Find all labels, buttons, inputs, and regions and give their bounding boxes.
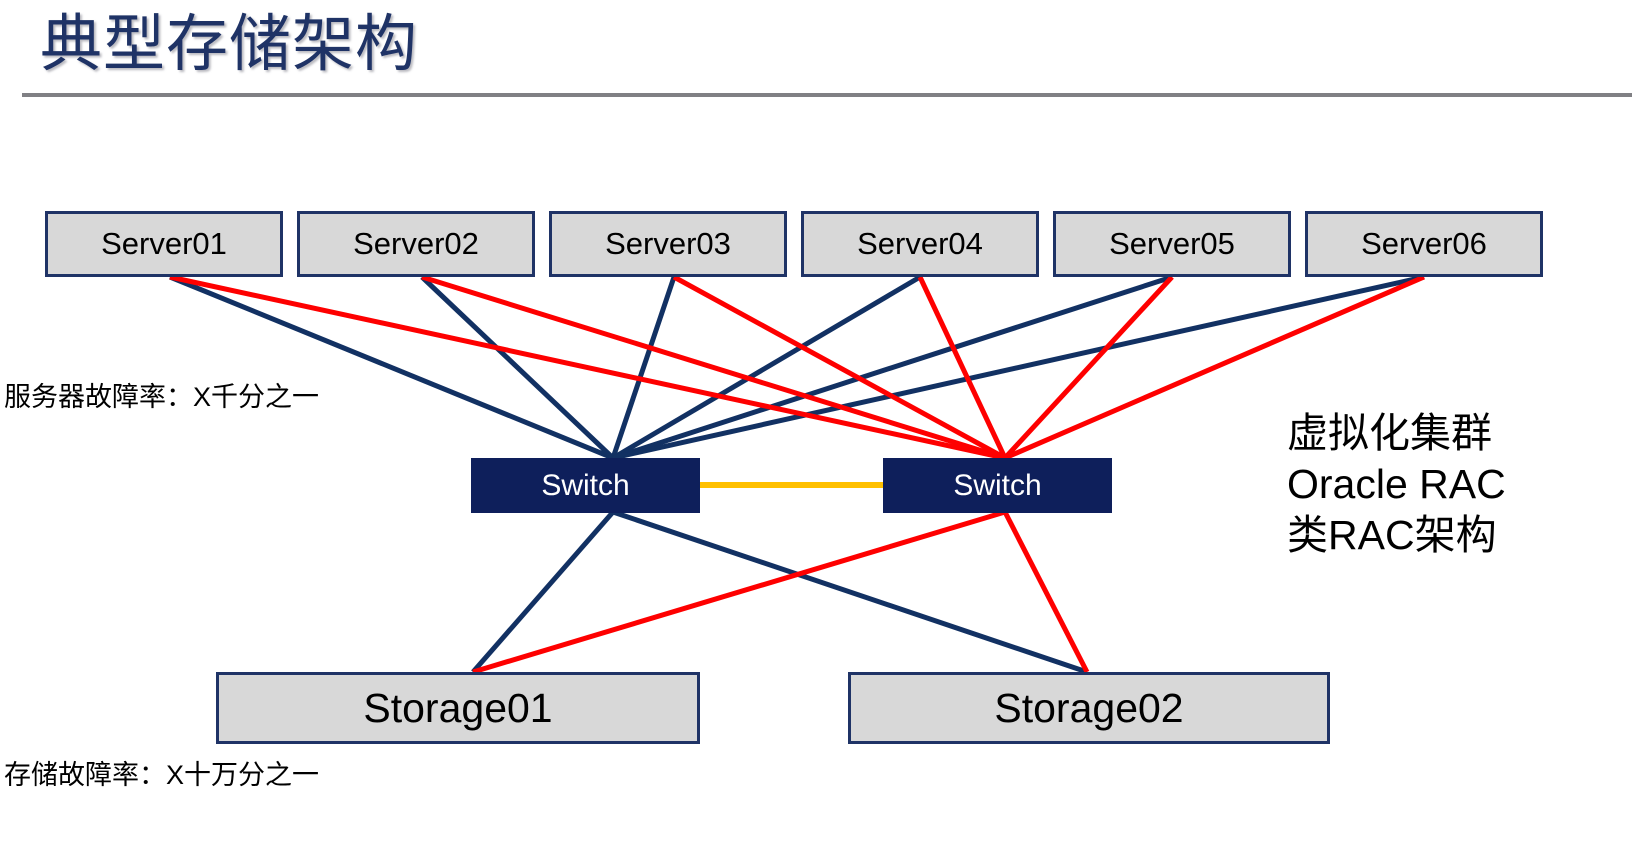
node-server04[interactable]: Server04 <box>801 211 1039 277</box>
link-switch1-storage02 <box>612 509 1088 675</box>
links-switches-to-storage <box>471 509 1090 675</box>
node-storage01-label: Storage01 <box>363 684 553 731</box>
title-divider <box>22 93 1632 97</box>
links-servers-to-switch-1 <box>169 274 1425 461</box>
node-switch-2[interactable]: Switch <box>883 458 1112 513</box>
link-server02-switch1 <box>420 275 615 460</box>
node-server05-label: Server05 <box>1109 226 1235 261</box>
links-servers-to-switch-2 <box>169 274 1425 461</box>
note-cluster-types: 虚拟化集群 Oracle RAC 类RAC架构 <box>1287 408 1506 561</box>
link-server01-switch2 <box>169 274 1006 461</box>
node-switch-2-label: Switch <box>953 468 1042 502</box>
link-switch2-storage01 <box>472 509 1006 675</box>
node-storage02[interactable]: Storage02 <box>848 672 1330 744</box>
node-storage02-label: Storage02 <box>994 684 1184 731</box>
node-switch-1-label: Switch <box>541 468 630 502</box>
link-server06-switch1 <box>612 274 1425 461</box>
note-storage-failure-rate: 存储故障率：X十万分之一 <box>4 760 320 790</box>
node-switch-1[interactable]: Switch <box>471 458 700 513</box>
link-server03-switch2 <box>672 274 1007 461</box>
node-storage01[interactable]: Storage01 <box>216 672 700 744</box>
link-server04-switch2 <box>917 275 1008 460</box>
link-server02-switch2 <box>421 274 1006 461</box>
link-server06-switch2 <box>1004 274 1425 461</box>
link-switch2-storage02 <box>1002 510 1090 674</box>
link-server03-switch1 <box>610 276 677 459</box>
link-server01-switch1 <box>169 274 614 461</box>
note-server-failure-rate: 服务器故障率：X千分之一 <box>4 382 320 412</box>
node-server01-label: Server01 <box>101 226 227 261</box>
link-switch1-storage01 <box>471 510 615 674</box>
node-server02[interactable]: Server02 <box>297 211 535 277</box>
link-server05-switch1 <box>612 274 1173 461</box>
node-server06[interactable]: Server06 <box>1305 211 1543 277</box>
node-server04-label: Server04 <box>857 226 983 261</box>
node-server05[interactable]: Server05 <box>1053 211 1291 277</box>
node-server03-label: Server03 <box>605 226 731 261</box>
page-title: 典型存储架构 <box>40 10 419 79</box>
link-server04-switch1 <box>611 274 922 461</box>
node-server03[interactable]: Server03 <box>549 211 787 277</box>
note-cluster-line-1: 虚拟化集群 <box>1287 410 1492 456</box>
node-server01[interactable]: Server01 <box>45 211 283 277</box>
node-server06-label: Server06 <box>1361 226 1487 261</box>
note-cluster-line-3: 类RAC架构 <box>1287 512 1497 558</box>
link-server05-switch2 <box>1003 275 1174 460</box>
node-server02-label: Server02 <box>353 226 479 261</box>
note-cluster-line-2: Oracle RAC <box>1287 461 1506 507</box>
